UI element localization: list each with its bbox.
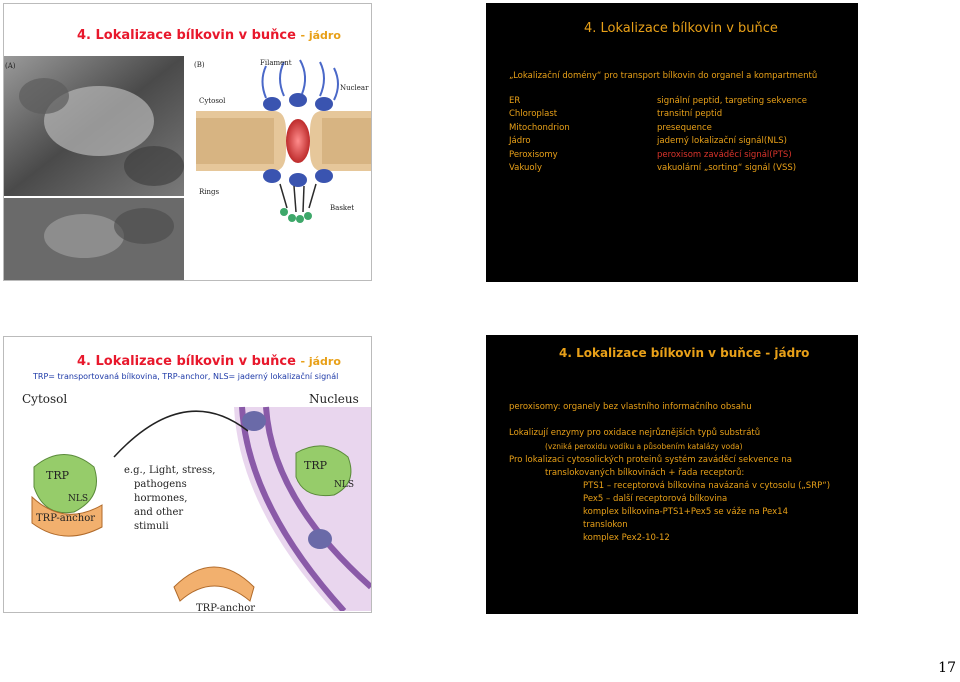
text-line: peroxisomy: organely bez vlastního infor…	[509, 402, 752, 412]
cytosol-heading: Cytosol	[22, 392, 67, 406]
nls-nucleus-label: NLS	[334, 480, 354, 490]
text-line: Pex5 – další receptorová bílkovina	[583, 494, 728, 504]
trp-anchor-label: TRP-anchor	[36, 513, 95, 524]
filament-label: Filament	[260, 59, 292, 67]
nuclear-pore-figure: (A) (B) Filament Nu	[4, 56, 371, 280]
protein-import-figure: Cytosol Nucleus TRP NLS TRP-anchor e.g.,…	[22, 392, 371, 611]
text-line: komplex Pex2-10-12	[583, 533, 670, 543]
svg-text:e.g., Light, stress,: e.g., Light, stress,	[124, 465, 215, 476]
text-line: komplex bílkovina-PTS1+Pex5 se váže na P…	[583, 507, 788, 517]
text-line: PTS1 – receptorová bílkovina navázaná v …	[583, 481, 831, 491]
slide-3: 4. Lokalizace bílkovin v buňce - jádro T…	[3, 336, 372, 613]
svg-text:and other: and other	[134, 507, 183, 518]
electron-micrograph	[4, 56, 184, 280]
text-line: translokovaných bílkovinách + řada recep…	[545, 468, 745, 478]
trp-nucleus-label: TRP	[304, 459, 328, 472]
text-line: Lokalizují enzymy pro oxidace nejrůznějš…	[509, 428, 761, 438]
trp-anchor-bottom	[173, 566, 255, 602]
slide-1-title: 4. Lokalizace bílkovin v buňce - jádro	[77, 28, 341, 43]
trp-nucleus: TRP NLS	[295, 445, 354, 497]
svg-text:stimuli: stimuli	[134, 521, 169, 532]
trp-cytosol: TRP NLS TRP-anchor	[31, 454, 103, 537]
nucleus-heading: Nucleus	[309, 392, 359, 406]
stimuli-text: e.g., Light, stress, pathogens hormones,…	[124, 465, 215, 532]
text-line: translokon	[583, 520, 628, 530]
slide-2-title: 4. Lokalizace bílkovin v buňce	[584, 21, 778, 36]
nuclear-pore-diagram	[196, 59, 371, 223]
slide-2: 4. Lokalizace bílkovin v buňce „Lokaliza…	[486, 3, 858, 282]
slide-3-title: 4. Lokalizace bílkovin v buňce - jádro	[77, 354, 341, 369]
panel-a-label: (A)	[5, 62, 16, 70]
import-arrow	[113, 410, 249, 458]
svg-text:pathogens: pathogens	[134, 479, 187, 490]
slide-3-subtitle: TRP= transportovaná bílkovina, TRP-ancho…	[33, 372, 339, 381]
trp-label: TRP	[46, 469, 70, 482]
nls-label: NLS	[68, 494, 88, 504]
slide-1: 4. Lokalizace bílkovin v buňce - jádro (…	[3, 3, 372, 281]
text-line: Pro lokalizaci cytosolických proteinů sy…	[509, 455, 792, 465]
panel-b-label: (B)	[194, 61, 205, 69]
rings-label: Rings	[199, 188, 219, 196]
slide-2-intro: „Lokalizační domény“ pro transport bílko…	[509, 71, 818, 81]
svg-text:hormones,: hormones,	[134, 493, 187, 504]
cytosol-label: Cytosol	[199, 97, 226, 105]
trp-anchor-bottom-label: TRP-anchor	[196, 603, 255, 611]
nuclear-membrane	[234, 406, 371, 611]
slide-4-title: 4. Lokalizace bílkovin v buňce - jádro	[559, 346, 810, 360]
page-number: 17	[938, 660, 956, 676]
basket-label: Basket	[330, 204, 354, 212]
nuclear-envelope-label: Nuclear envelope	[340, 84, 371, 92]
text-line: (vzniká peroxidu vodíku a působením kata…	[545, 442, 743, 451]
slide-4: 4. Lokalizace bílkovin v buňce - jádro p…	[486, 335, 858, 614]
